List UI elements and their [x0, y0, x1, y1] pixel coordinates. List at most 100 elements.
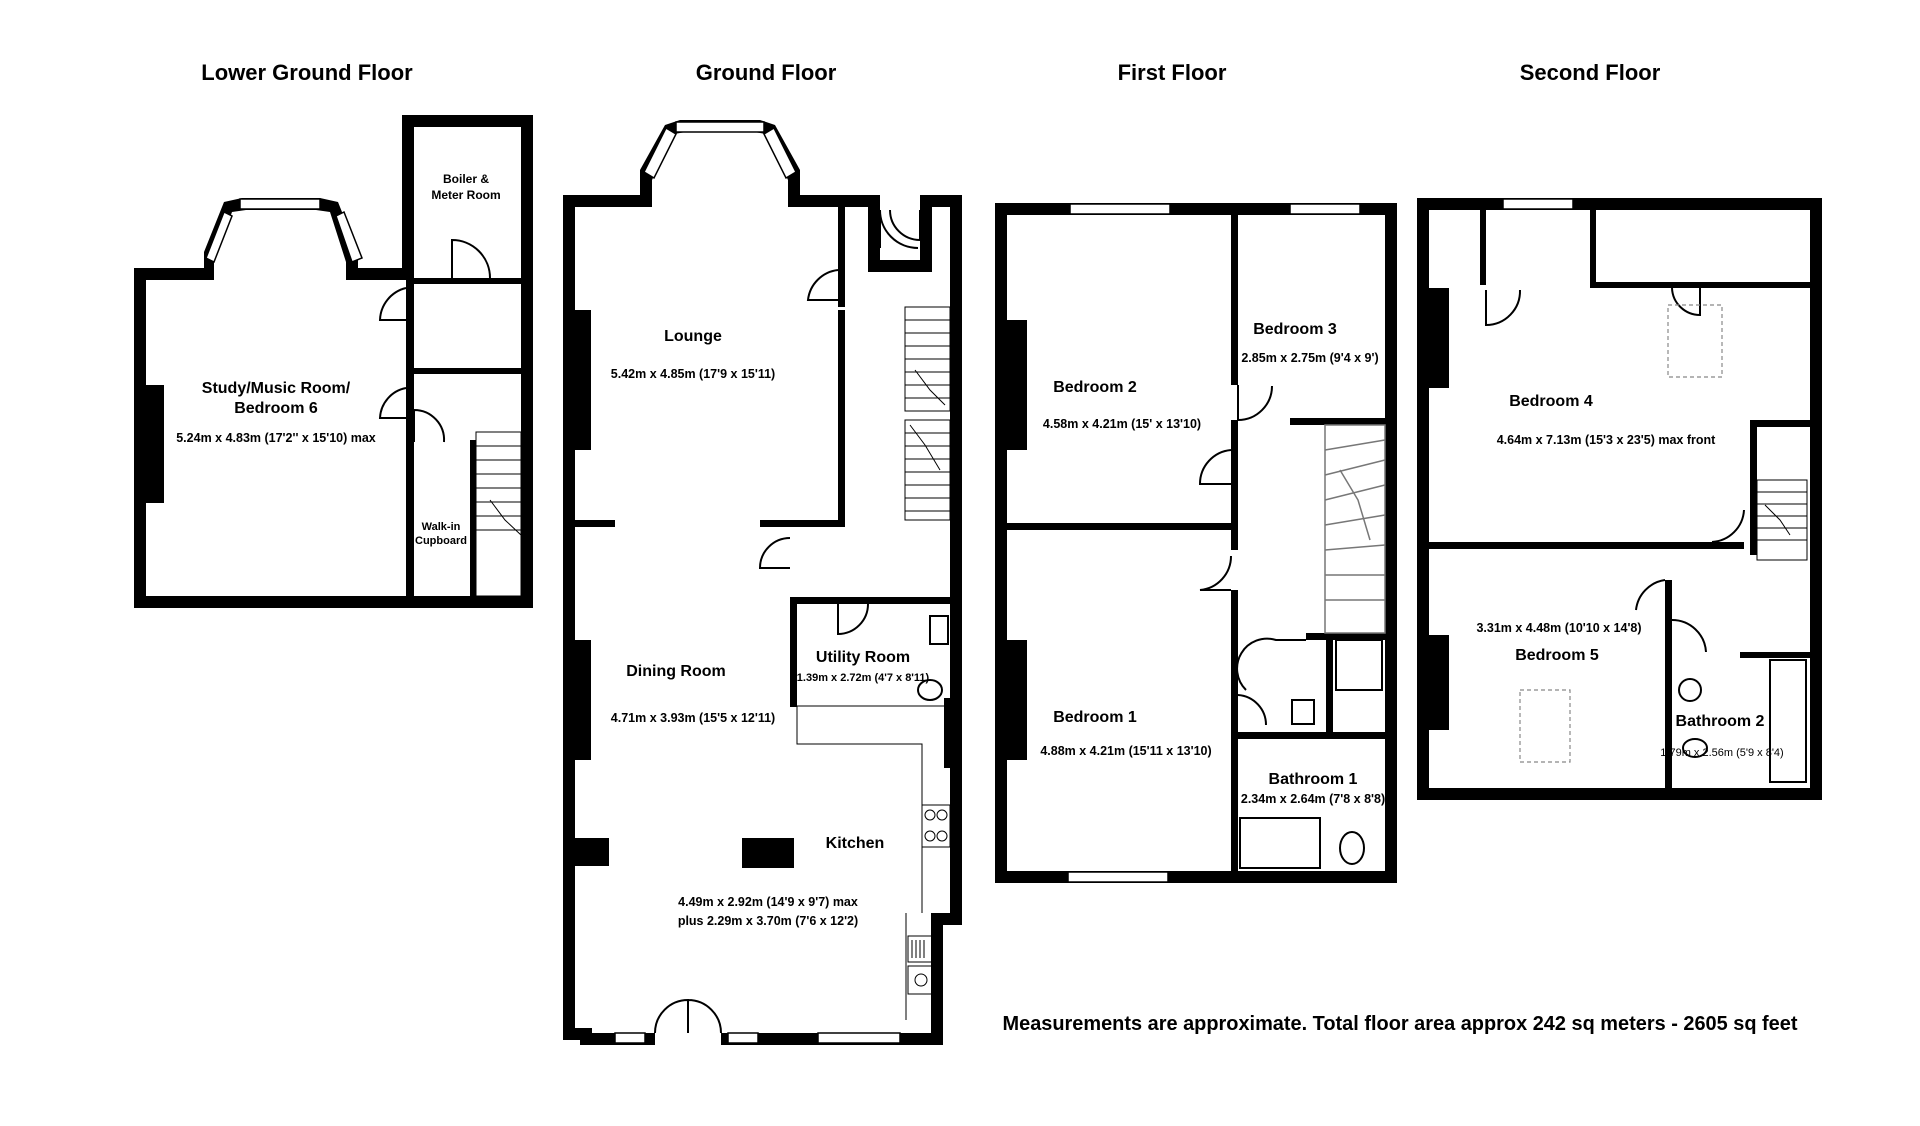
room-dim-bathroom1: 2.34m x 2.64m (7'8 x 8'8)	[1241, 792, 1385, 806]
room-dim-dining: 4.71m x 3.93m (15'5 x 12'11)	[611, 711, 775, 725]
room-dim-bedroom5: 3.31m x 4.48m (10'10 x 14'8)	[1476, 621, 1641, 635]
room-name-bathroom2: Bathroom 2	[1676, 713, 1765, 730]
first-door-bathroom	[1236, 637, 1306, 691]
second-skylight-bedroom5	[1519, 689, 1571, 763]
first-fireplace-bedroom2	[1007, 320, 1027, 450]
room-name-bathroom1: Bathroom 1	[1269, 771, 1358, 788]
ground-rear-window-right	[817, 1032, 901, 1044]
ground-outer-wall	[563, 120, 962, 1045]
ground-utility-wc	[917, 679, 943, 701]
room-name-bedroom4: Bedroom 4	[1509, 393, 1593, 410]
lower-ground-wall-boiler	[406, 278, 526, 284]
second-basin	[1678, 678, 1702, 702]
first-wall-vertical-lower	[1231, 590, 1238, 871]
first-door-bedroom2	[1198, 449, 1232, 485]
floor-title-ground: Ground Floor	[696, 60, 837, 85]
first-shower	[1335, 639, 1383, 691]
second-wall-cupboard-right-bottom	[1590, 282, 1810, 288]
room-dim-utility: 1.39m x 2.72m (4'7 x 8'11)	[797, 672, 930, 684]
room-name-study-line1: Study/Music Room/	[202, 380, 351, 397]
floor-title-second: Second Floor	[1520, 60, 1661, 85]
room-name-cupboard-line1: Walk-in	[422, 521, 461, 533]
second-door-cupboard-right	[1671, 287, 1701, 317]
room-dim-bedroom2: 4.58m x 4.21m (15' x 13'10)	[1043, 417, 1201, 431]
first-window-bedroom3	[1289, 203, 1361, 215]
ground-kitchen-hob	[921, 804, 951, 848]
ground-stairs	[904, 306, 951, 521]
second-door-cupboard-left	[1485, 289, 1522, 327]
ground-floor-plan: Lounge 5.42m x 4.85m (17'9 x 15'11) Dini…	[563, 120, 962, 1045]
ground-door-utility	[837, 603, 869, 636]
ground-rear-window-left	[614, 1032, 646, 1044]
lower-ground-wall-hall	[406, 368, 526, 374]
floor-title-lower-ground: Lower Ground Floor	[201, 60, 413, 85]
first-fireplace-bedroom1	[1007, 640, 1027, 760]
ground-kitchen-island	[742, 838, 794, 868]
room-name-boiler-line1: Boiler &	[443, 172, 489, 186]
first-basin	[1291, 699, 1315, 725]
second-wall-bed4-bed5	[1429, 542, 1744, 549]
room-name-bedroom3: Bedroom 3	[1253, 321, 1337, 338]
footer-note: Measurements are approximate. Total floo…	[1003, 1013, 1798, 1035]
lower-ground-door-study	[378, 287, 407, 321]
lower-ground-bay-window-left	[205, 210, 233, 264]
second-fireplace-bedroom4	[1429, 288, 1449, 388]
ground-door-back	[889, 209, 921, 242]
room-dim-bedroom4: 4.64m x 7.13m (15'3 x 23'5) max front	[1497, 433, 1716, 447]
first-wall-bath-divider	[1238, 732, 1385, 739]
ground-wall-utility-top	[790, 597, 950, 604]
room-name-boiler-line2: Meter Room	[431, 188, 500, 202]
ground-kitchen-counter-line	[796, 706, 923, 1020]
lower-ground-fireplace	[146, 385, 164, 503]
ground-kitchen-pillar	[944, 698, 956, 768]
second-wall-stair-left	[1750, 420, 1757, 555]
lower-ground-wall-cupboard-right	[470, 440, 476, 600]
lower-ground-wall-cupboard	[408, 440, 414, 600]
second-door-bedroom4	[1711, 509, 1745, 543]
second-wall-cupboard-right	[1590, 210, 1596, 285]
room-name-utility: Utility Room	[816, 649, 910, 666]
second-wall-cupboard-left	[1480, 210, 1486, 285]
ground-fireplace-lounge	[575, 310, 591, 450]
lower-ground-bay-window-front	[239, 198, 321, 210]
room-name-kitchen: Kitchen	[826, 835, 885, 852]
second-wall-bed5-bath	[1665, 580, 1672, 788]
ground-kitchen-sink	[907, 935, 935, 995]
room-dim-bedroom3: 2.85m x 2.75m (9'4 x 9')	[1241, 351, 1378, 365]
ground-wall-hall-upper	[838, 207, 845, 307]
second-skylight-bedroom4	[1667, 304, 1723, 378]
first-wall-bed2-bed1	[1007, 523, 1231, 530]
second-bath	[1769, 659, 1807, 783]
first-wall-bath-left	[1326, 633, 1333, 735]
ground-utility-sink	[929, 615, 949, 645]
ground-fireplace-dining	[575, 640, 591, 760]
first-window-bedroom2	[1069, 203, 1171, 215]
room-name-bedroom5: Bedroom 5	[1515, 647, 1599, 664]
lower-ground-outer-wall	[134, 115, 533, 608]
first-wall-vertical-upper	[1231, 215, 1238, 385]
ground-door-dining	[758, 537, 791, 569]
ground-bay-window-left	[643, 126, 677, 180]
first-wc	[1339, 831, 1365, 865]
second-stairs	[1756, 479, 1808, 561]
first-door-bath-inner	[1237, 694, 1268, 726]
second-wall-stair-top	[1750, 420, 1810, 427]
ground-wall-utility-left	[790, 597, 797, 707]
floor-title-first: First Floor	[1118, 60, 1227, 85]
ground-french-doors	[654, 998, 722, 1034]
second-floor-plan: Bedroom 4 4.64m x 7.13m (15'3 x 23'5) ma…	[1417, 198, 1822, 800]
lower-ground-door-boiler	[451, 238, 491, 279]
room-name-dining: Dining Room	[626, 663, 726, 680]
ground-fireplace-kitchen	[575, 838, 609, 866]
ground-wall-hall-lower	[838, 310, 845, 527]
ground-rear-window-mid	[727, 1032, 759, 1044]
second-wall-bath-top	[1740, 652, 1810, 658]
first-bath	[1239, 817, 1321, 869]
room-dim-study: 5.24m x 4.83m (17'2'' x 15'10) max	[176, 431, 376, 445]
room-name-study-line2: Bedroom 6	[234, 400, 318, 417]
room-dim-lounge: 5.42m x 4.85m (17'9 x 15'11)	[611, 367, 775, 381]
first-window-bedroom1	[1067, 871, 1169, 883]
lower-ground-floor-plan: Study/Music Room/ Bedroom 6 5.24m x 4.83…	[134, 115, 533, 608]
first-door-bedroom1	[1199, 555, 1233, 591]
